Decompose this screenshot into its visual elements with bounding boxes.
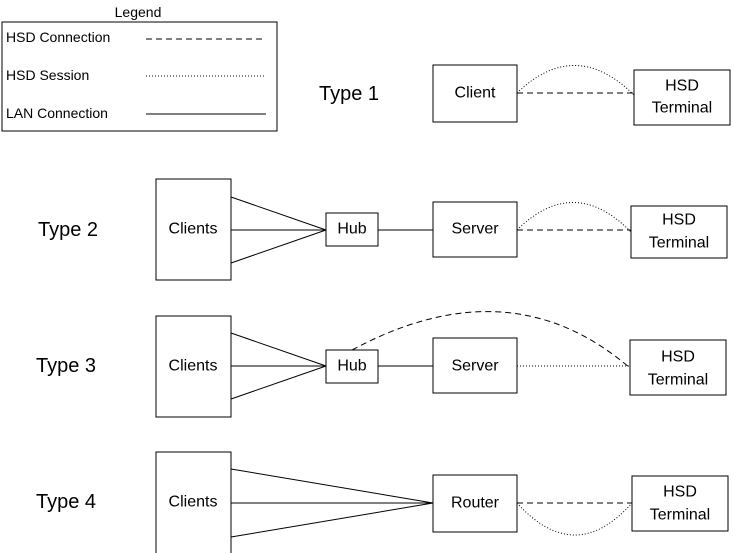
type-4-hsd-terminal-label-line1: HSD xyxy=(663,484,697,501)
type-2-hsd-terminal-label-line1: HSD xyxy=(662,212,696,229)
type-2-label: Type 2 xyxy=(38,219,98,241)
type-4-lan-client-top xyxy=(231,469,433,503)
type-2-lan-client-bottom xyxy=(231,230,326,263)
type-3-label: Type 3 xyxy=(36,355,96,377)
type-2-hsd-session xyxy=(517,202,631,232)
type-2-hub-label: Hub xyxy=(337,221,366,238)
type-4-lan-client-bottom xyxy=(231,503,433,537)
legend-title: Legend xyxy=(115,4,162,20)
type-4-hsd-session xyxy=(517,503,632,535)
type-2-server-label: Server xyxy=(451,221,499,238)
legend-label-hsd-session: HSD Session xyxy=(6,67,89,83)
type-3-row: Type 3 Clients Hub Server HSD Terminal xyxy=(36,312,726,417)
type-4-row: Type 4 Clients Router HSD Terminal xyxy=(36,452,728,553)
type-3-server-label: Server xyxy=(451,358,499,375)
type-2-lan-client-top xyxy=(231,197,326,230)
type-1-row: Type 1 Client HSD Terminal xyxy=(319,65,730,125)
type-3-hsd-terminal-label-line2: Terminal xyxy=(648,372,708,389)
type-1-hsd-terminal-label-line2: Terminal xyxy=(652,100,712,117)
type-3-clients-label: Clients xyxy=(169,358,218,375)
type-1-hsd-session xyxy=(517,65,634,95)
type-3-hub-label: Hub xyxy=(337,358,366,375)
type-2-hsd-terminal-label-line2: Terminal xyxy=(649,235,709,252)
legend: Legend HSD Connection HSD Session LAN Co… xyxy=(2,4,277,131)
type-4-clients-label: Clients xyxy=(169,494,218,511)
type-1-client-label: Client xyxy=(455,85,496,102)
type-3-hsd-terminal-label-line1: HSD xyxy=(661,349,695,366)
type-2-row: Type 2 Clients Hub Server HSD Terminal xyxy=(38,179,727,280)
legend-label-hsd-connection: HSD Connection xyxy=(6,29,110,45)
type-3-lan-client-top xyxy=(231,333,326,366)
type-4-router-label: Router xyxy=(451,495,500,512)
type-1-hsd-terminal-label-line1: HSD xyxy=(665,78,699,95)
type-2-clients-label: Clients xyxy=(169,221,218,238)
type-3-lan-client-bottom xyxy=(231,366,326,399)
type-1-label: Type 1 xyxy=(319,83,379,105)
type-4-label: Type 4 xyxy=(36,491,96,513)
legend-label-lan-connection: LAN Connection xyxy=(6,105,108,121)
type-4-hsd-terminal-label-line2: Terminal xyxy=(650,507,710,524)
